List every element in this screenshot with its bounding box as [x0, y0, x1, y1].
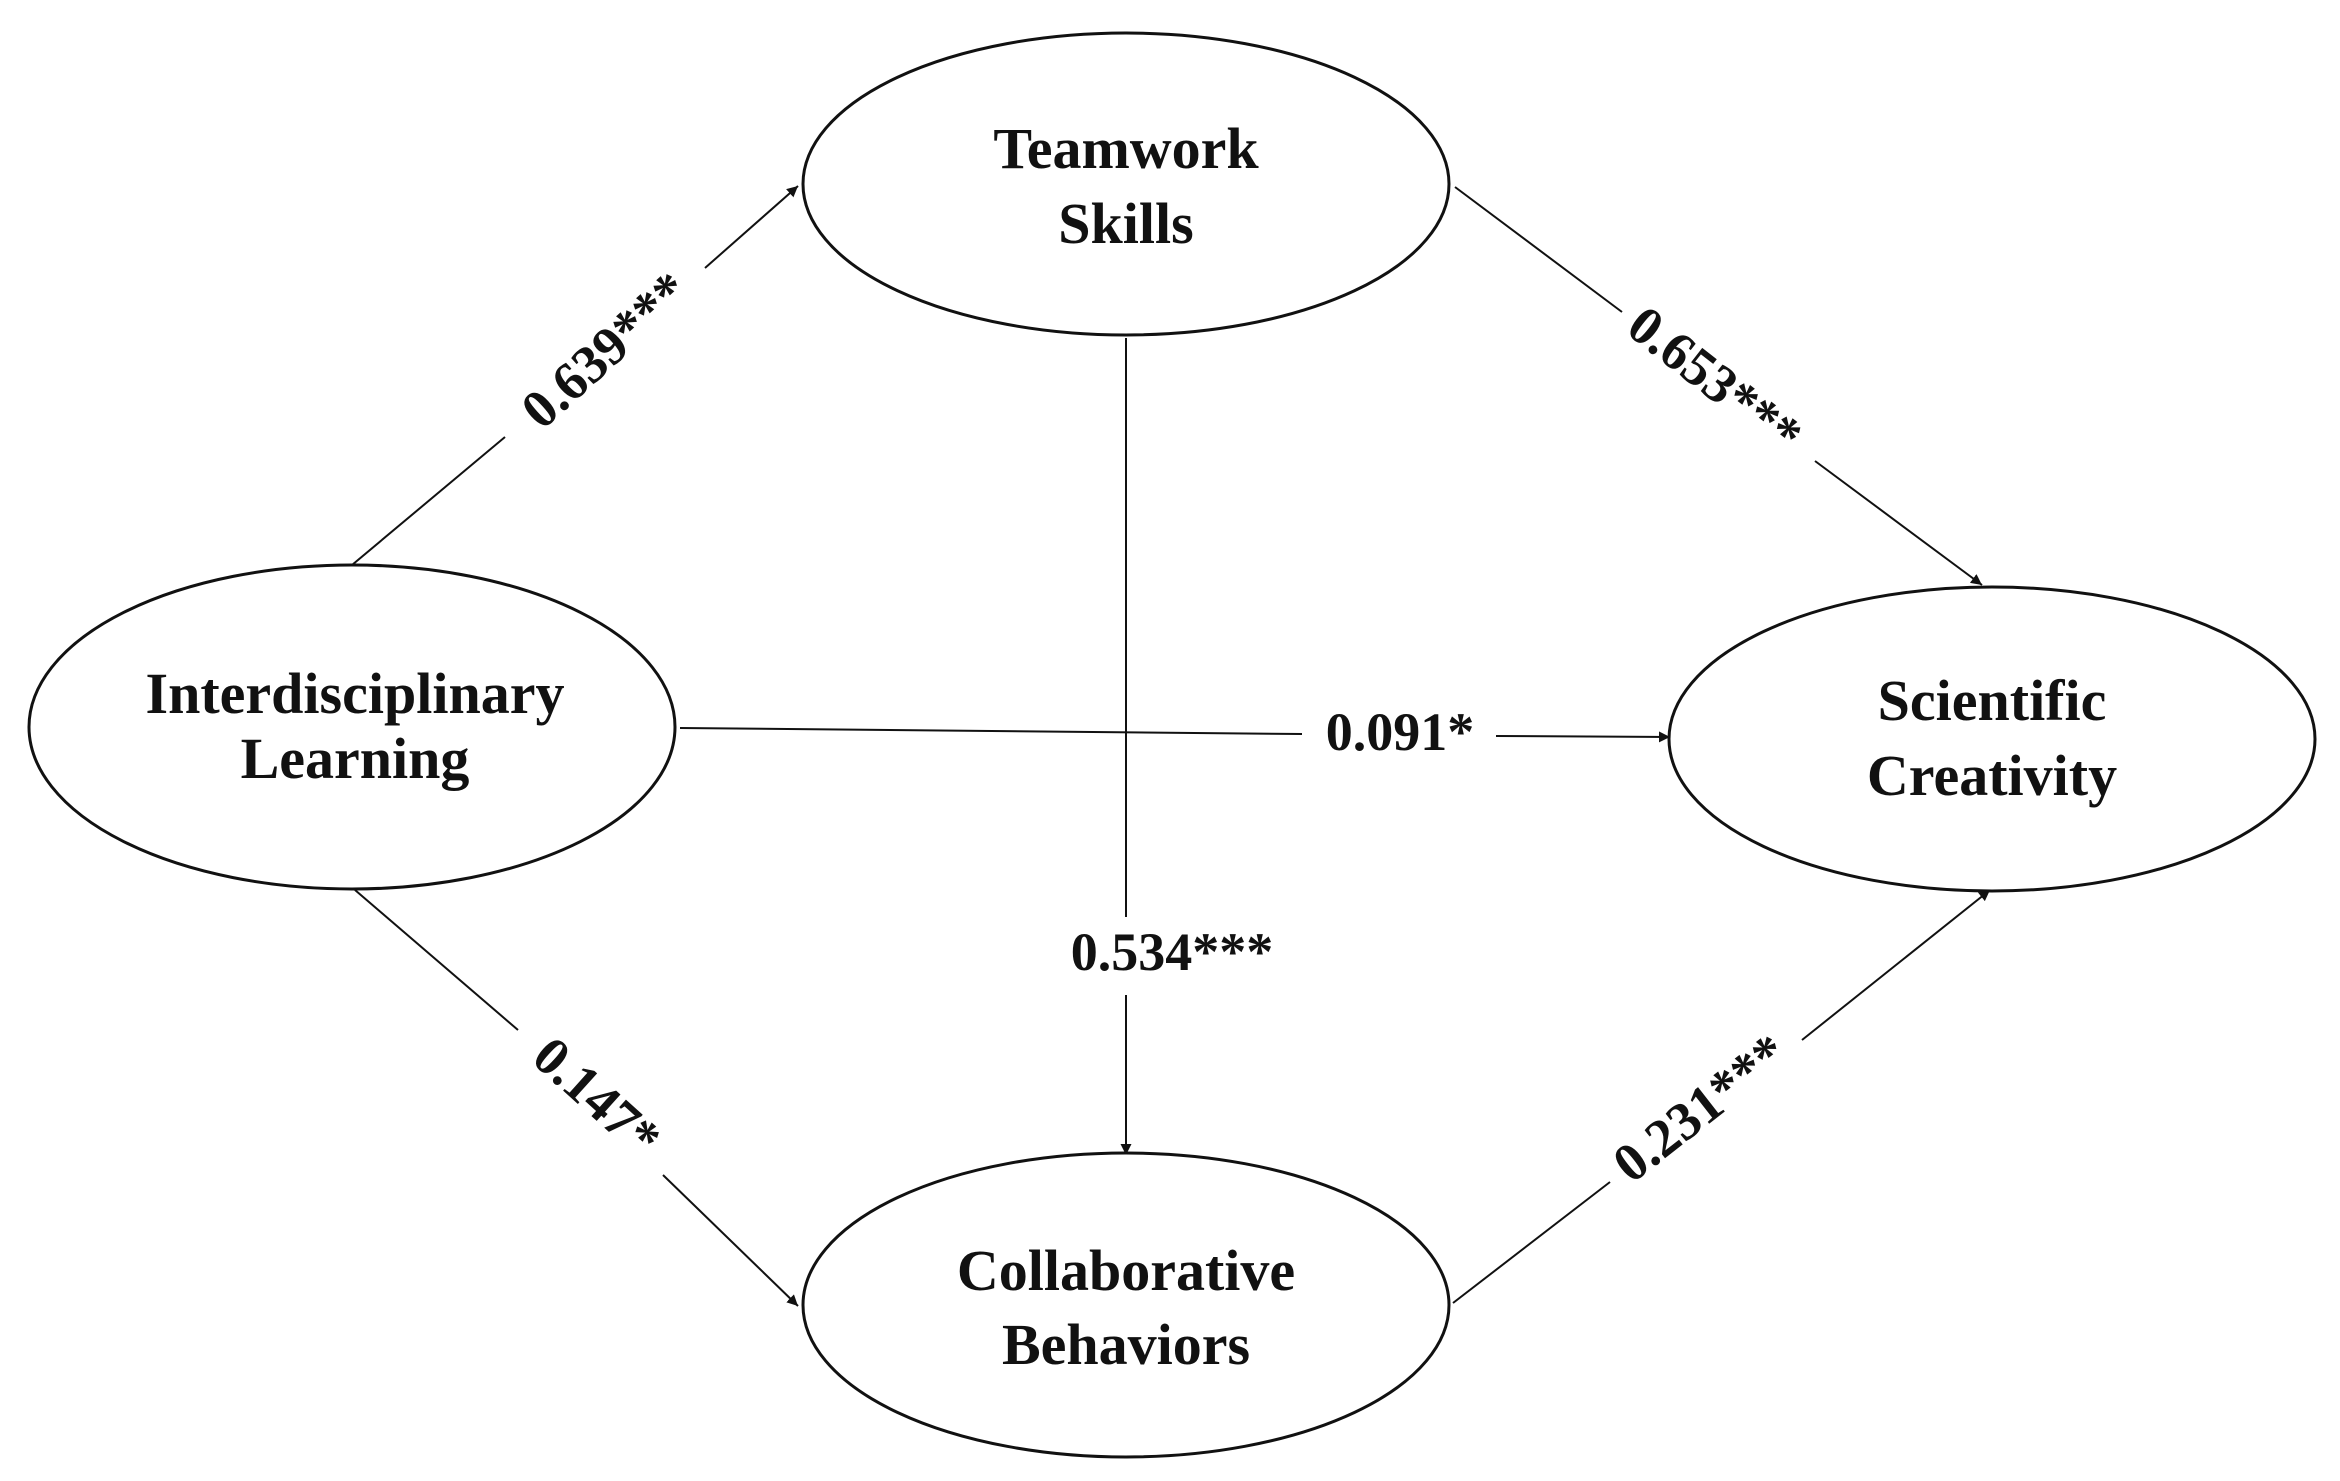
node-interdisciplinary-line1: Interdisciplinary — [146, 661, 565, 726]
edge-interdisciplinary-to-teamwork — [351, 185, 799, 566]
node-collaborative-behaviors: Collaborative Behaviors — [801, 1151, 1451, 1459]
node-interdisciplinary-line2: Learning — [241, 726, 470, 791]
label-il-ts: 0.639*** — [510, 260, 701, 440]
edge-interdisciplinary-to-creativity — [679, 727, 1671, 743]
edge-collaborative-to-creativity — [1452, 889, 1991, 1304]
label-il-cb: 0.147* — [522, 1025, 673, 1169]
label-ts-cb: 0.534*** — [1071, 922, 1274, 982]
label-ts-sc: 0.653*** — [1617, 294, 1814, 466]
node-interdisciplinary-learning: Interdisciplinary Learning — [27, 563, 677, 891]
node-scientific-creativity: Scientific Creativity — [1667, 585, 2317, 893]
label-il-sc: 0.091* — [1326, 702, 1475, 762]
edge-interdisciplinary-to-collaborative — [354, 889, 799, 1307]
node-teamwork-line1: Teamwork — [993, 116, 1259, 181]
node-teamwork-line2: Skills — [1058, 191, 1193, 256]
label-cb-sc: 0.231*** — [1602, 1022, 1799, 1194]
node-creativity-line1: Scientific — [1878, 668, 2107, 733]
node-teamwork-skills: Teamwork Skills — [801, 31, 1451, 337]
node-collaborative-line2: Behaviors — [1002, 1312, 1250, 1377]
node-collaborative-line1: Collaborative — [957, 1238, 1295, 1303]
node-creativity-line2: Creativity — [1867, 743, 2117, 808]
edge-teamwork-to-creativity — [1454, 186, 1983, 586]
